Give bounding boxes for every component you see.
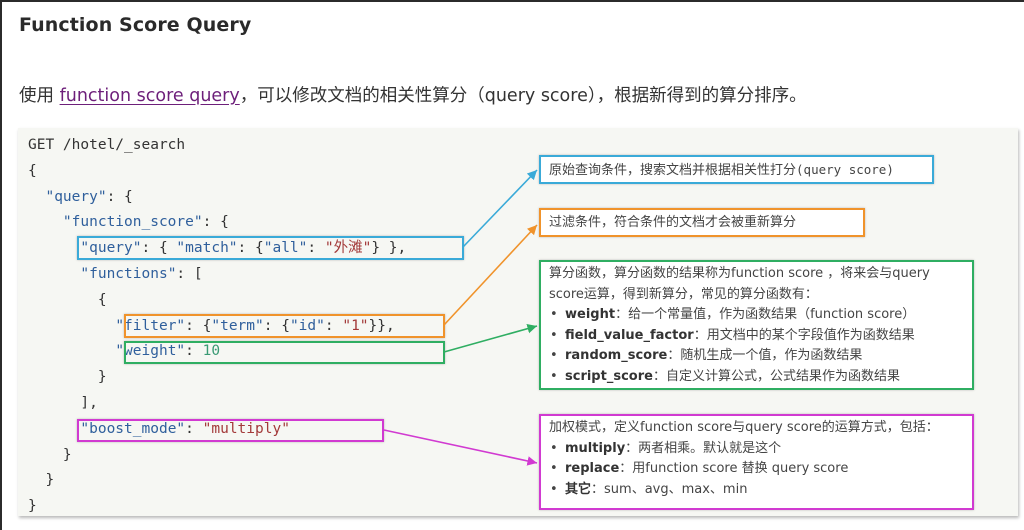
code-value-all: "外滩" bbox=[324, 240, 372, 257]
note-query-text: 原始查询条件，搜索文档并根据相关性打分 bbox=[549, 163, 797, 178]
code-key-id: "id" bbox=[289, 317, 325, 334]
intro-prefix: 使用 bbox=[19, 86, 60, 106]
code-block: GET /hotel/_search { "query": { "functio… bbox=[28, 133, 406, 520]
list-item-desc: ：随机生成一个值，作为函数结果 bbox=[667, 348, 863, 363]
list-item-desc: ：给一个常量值，作为函数结果（function score） bbox=[615, 307, 916, 322]
code-value-id: "1" bbox=[342, 317, 369, 334]
list-item: script_score：自定义计算公式，公式结果作为函数结果 bbox=[549, 367, 964, 388]
code-brace: } bbox=[45, 472, 55, 489]
list-item-term: replace bbox=[565, 461, 620, 476]
note-filter-text: 过滤条件，符合条件的文档才会被重新算分 bbox=[549, 215, 797, 230]
code-punct: : { bbox=[185, 317, 212, 334]
list-item-term: multiply bbox=[565, 440, 626, 456]
list-item: random_score：随机生成一个值，作为函数结果 bbox=[549, 346, 964, 367]
code-key-query: "query" bbox=[45, 188, 107, 205]
intro-paragraph: 使用 function score query，可以修改文档的相关性算分（que… bbox=[19, 82, 807, 107]
code-key-filter: "filter" bbox=[115, 317, 186, 334]
code-key-functions: "functions" bbox=[80, 265, 177, 282]
list-item-desc: ：自定义计算公式，公式结果作为函数结果 bbox=[652, 368, 900, 384]
highlight-weight-box bbox=[124, 341, 445, 364]
code-punct: : { bbox=[237, 240, 264, 257]
list-item-term: weight bbox=[565, 307, 616, 322]
code-brace: } bbox=[97, 369, 107, 386]
code-value-weight: 10 bbox=[202, 343, 221, 360]
note-boost-mode: 加权模式，定义function score与query score的运算方式，包… bbox=[539, 414, 974, 510]
note-functions: 算分函数，算分函数的结果称为function score ，将来会与query … bbox=[539, 260, 974, 390]
note-boost-intro: 加权模式，定义function score与query score的运算方式，包… bbox=[549, 420, 939, 435]
code-punct: : { bbox=[106, 188, 133, 205]
code-punct: : bbox=[185, 343, 203, 360]
code-brace: { bbox=[28, 162, 37, 179]
note-functions-intro-2: score运算，得到新算分，常见的算分函数有： bbox=[549, 286, 818, 302]
arrow-query bbox=[462, 169, 538, 248]
list-item: replace：用function score 替换 query score bbox=[549, 459, 964, 480]
code-key-inner-query: "query" bbox=[80, 240, 142, 257]
list-item-term: random_score bbox=[565, 348, 668, 363]
list-item-desc: ：sum、avg、max、min bbox=[591, 481, 748, 497]
code-punct: : { bbox=[263, 317, 290, 334]
boost-mode-list: multiply：两者相乘。默认就是这个 replace：用function s… bbox=[549, 439, 964, 501]
function-list: weight：给一个常量值，作为函数结果（function score） fie… bbox=[549, 305, 964, 387]
list-item-desc: ：两者相乘。默认就是这个 bbox=[625, 440, 782, 456]
window-frame-top bbox=[0, 0, 1024, 2]
list-item-term: field_value_factor bbox=[565, 327, 694, 343]
arrow-boost-mode bbox=[383, 429, 538, 466]
highlight-filter-box bbox=[124, 314, 445, 338]
list-item-term: 其它 bbox=[565, 481, 592, 497]
note-query-mono: (query score) bbox=[796, 162, 894, 177]
note-functions-intro-1: 算分函数，算分函数的结果称为function score ，将来会与query bbox=[549, 266, 930, 281]
code-punct: : bbox=[324, 317, 343, 334]
code-brace: } bbox=[28, 498, 37, 515]
code-punct: : bbox=[307, 240, 325, 257]
code-punct: ], bbox=[80, 394, 98, 411]
request-line: GET /hotel/_search bbox=[28, 137, 186, 153]
list-item-term: script_score bbox=[565, 368, 653, 384]
list-item-desc: ：用文档中的某个字段值作为函数结果 bbox=[693, 327, 915, 343]
code-punct: } }, bbox=[371, 240, 407, 257]
window-frame-left bbox=[0, 0, 2, 530]
note-query: 原始查询条件，搜索文档并根据相关性打分(query score) bbox=[539, 155, 934, 184]
code-value-boost-mode: "multiply" bbox=[202, 420, 290, 437]
code-brace: { bbox=[97, 291, 107, 308]
code-punct: }}, bbox=[368, 317, 395, 334]
list-item: multiply：两者相乘。默认就是这个 bbox=[549, 439, 964, 460]
note-filter: 过滤条件，符合条件的文档才会被重新算分 bbox=[539, 208, 865, 237]
code-punct: : bbox=[185, 420, 203, 437]
code-punct: : [ bbox=[176, 265, 203, 282]
intro-suffix: ，可以修改文档的相关性算分（query score），根据新得到的算分排序。 bbox=[239, 86, 807, 106]
code-key-match: "match" bbox=[176, 240, 238, 257]
highlight-query-box bbox=[77, 236, 464, 260]
function-score-query-link[interactable]: function score query bbox=[59, 86, 240, 106]
code-key-all: "all" bbox=[263, 240, 308, 257]
page-title: Function Score Query bbox=[19, 14, 252, 36]
code-key-function-score: "function_score" bbox=[62, 214, 203, 231]
list-item: weight：给一个常量值，作为函数结果（function score） bbox=[549, 305, 964, 326]
code-punct: : { bbox=[202, 214, 229, 231]
code-key-term: "term" bbox=[211, 317, 264, 334]
list-item: 其它：sum、avg、max、min bbox=[549, 480, 964, 501]
highlight-boost-mode-box bbox=[77, 419, 384, 442]
code-brace: } bbox=[62, 446, 72, 463]
code-key-boost-mode: "boost_mode" bbox=[80, 420, 186, 437]
arrow-filter bbox=[443, 224, 538, 326]
code-key-weight: "weight" bbox=[115, 343, 186, 360]
list-item: field_value_factor：用文档中的某个字段值作为函数结果 bbox=[549, 326, 964, 347]
code-punct: : { bbox=[141, 240, 177, 257]
arrow-weight bbox=[443, 323, 538, 353]
list-item-desc: ：用function score 替换 query score bbox=[619, 461, 849, 476]
